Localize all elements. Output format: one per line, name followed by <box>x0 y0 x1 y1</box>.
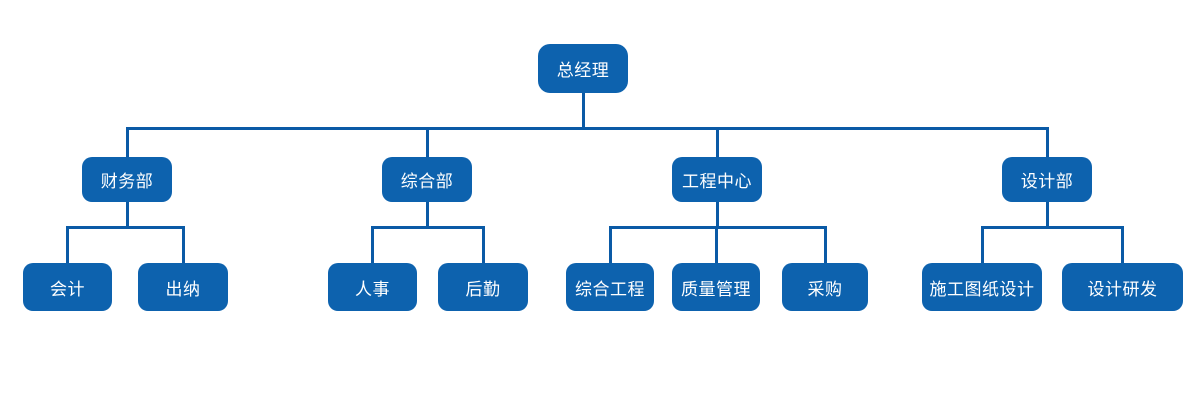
org-node-drawing-design: 施工图纸设计 <box>922 263 1042 311</box>
connector-line <box>371 225 374 263</box>
connector-line <box>714 225 718 263</box>
connector-line <box>1121 225 1124 263</box>
org-node-quality: 质量管理 <box>672 263 760 311</box>
org-node-accounting: 会计 <box>23 263 112 311</box>
connector-line <box>823 225 827 263</box>
connector-line <box>125 126 1049 130</box>
connector-line <box>608 225 827 229</box>
org-node-admin: 综合部 <box>382 157 472 202</box>
connector-line <box>581 93 585 128</box>
connector-line <box>425 126 429 157</box>
org-node-hr: 人事 <box>328 263 417 311</box>
connector-line <box>481 225 485 263</box>
org-node-finance: 财务部 <box>82 157 172 202</box>
org-node-cashier: 出纳 <box>138 263 228 311</box>
org-node-procurement: 采购 <box>782 263 868 311</box>
connector-line <box>715 126 719 157</box>
connector-line <box>980 225 984 263</box>
connector-line <box>425 202 429 227</box>
connector-line <box>1045 202 1049 227</box>
org-node-logistics: 后勤 <box>438 263 528 311</box>
connector-line <box>125 126 129 157</box>
connector-line <box>715 202 719 227</box>
connector-line <box>125 202 129 227</box>
connector-line <box>980 225 1124 229</box>
org-node-engineering: 工程中心 <box>672 157 762 202</box>
org-node-design: 设计部 <box>1002 157 1092 202</box>
connector-line <box>1045 126 1049 157</box>
connector-line <box>181 225 185 263</box>
connector-line <box>608 225 612 263</box>
connector-line <box>66 225 185 229</box>
connector-line <box>66 225 69 263</box>
org-node-design-rnd: 设计研发 <box>1062 263 1183 311</box>
org-node-general-eng: 综合工程 <box>566 263 654 311</box>
connector-line <box>371 225 485 229</box>
org-node-ceo: 总经理 <box>538 44 628 93</box>
